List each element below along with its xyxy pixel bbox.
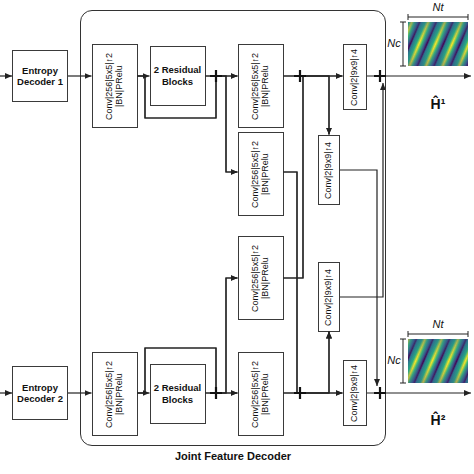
channel-heatmap	[408, 22, 468, 66]
box-label: Conv|256|5x5|↑2 |BN|PRelu	[104, 47, 125, 125]
conv-output-box: Conv|2|9x9|↑4	[318, 262, 340, 332]
sum-symbol	[374, 70, 386, 82]
conv-layer-box: Conv|256|5x5|↑2 |BN|PRelu	[238, 236, 284, 320]
dimension-brackets	[400, 14, 468, 383]
box-label: Conv|256|5x5|↑2 |BN|PRelu	[104, 355, 125, 433]
conv-layer-box: Conv|256|5x5|↑2 |BN|PRelu	[92, 352, 138, 436]
input-wire	[0, 392, 12, 393]
sum-symbol	[294, 70, 306, 82]
arrow-connector	[206, 75, 238, 76]
box-label: 2 Residual Blocks	[153, 64, 203, 87]
cross-wire	[340, 83, 383, 297]
group-frame: Joint Feature DecoderConv|256|5x5|↑2 |BN…	[80, 10, 386, 446]
arrow-connector	[284, 172, 343, 393]
arrow-connector	[284, 392, 343, 393]
sum-symbol	[374, 387, 386, 399]
heatmap-shade	[408, 339, 468, 383]
heatmap-shade	[408, 22, 468, 66]
box-label: Conv|2|9x9|↑4	[349, 47, 359, 107]
width-bracket	[408, 14, 468, 20]
heatmap-image	[408, 22, 468, 66]
box-label: Conv|2|9x9|↑4	[323, 265, 333, 329]
arrow-connector	[206, 392, 238, 393]
output-wire	[367, 75, 471, 76]
output-label: Ĥ²	[408, 412, 468, 428]
decoder-box: Entropy Decoder 1	[12, 50, 68, 102]
conv-layer-box: Conv|256|5x5|↑2 |BN|PRelu	[238, 352, 284, 436]
box-label: Conv|256|5x5|↑2 |BN|PRelu	[250, 47, 271, 125]
arrow-connector	[284, 332, 330, 394]
output-wire	[367, 392, 471, 393]
dimension-label: Nc	[386, 37, 402, 49]
box-label: Entropy Decoder 2	[15, 382, 65, 405]
heatmap-image	[408, 339, 468, 383]
group-title: Joint Feature Decoder	[81, 450, 385, 462]
height-bracket	[400, 339, 406, 383]
sum-symbol	[210, 70, 222, 82]
conv-output-box: Conv|2|9x9|↑4	[343, 360, 367, 426]
height-bracket	[400, 22, 406, 66]
box-label: Conv|2|9x9|↑4	[323, 138, 333, 202]
box-label: Conv|256|5x5|↑2 |BN|PRelu	[250, 135, 271, 213]
sum-symbol	[210, 387, 222, 399]
conv-layer-box: Conv|256|5x5|↑2 |BN|PRelu	[238, 132, 284, 216]
arrow-connector	[138, 392, 150, 393]
arrow-connector	[206, 278, 238, 393]
box-label: 2 Residual Blocks	[153, 382, 203, 405]
sum-symbols	[210, 70, 386, 399]
width-bracket	[408, 331, 468, 337]
arrow-connector	[206, 76, 238, 172]
arrow-connector	[284, 75, 343, 76]
input-wire	[0, 75, 12, 76]
box-label: Conv|256|5x5|↑2 |BN|PRelu	[250, 355, 271, 433]
channel-heatmap	[408, 339, 468, 383]
conv-layer-box: Conv|256|5x5|↑2 |BN|PRelu	[92, 44, 138, 128]
dimension-label: Nt	[408, 1, 468, 13]
box-label: Entropy Decoder 1	[15, 65, 65, 88]
output-label: Ĥ¹	[408, 96, 468, 112]
signal-wires	[0, 76, 471, 393]
conv-output-box: Conv|2|9x9|↑4	[343, 44, 367, 110]
residual-box: 2 Residual Blocks	[150, 364, 206, 424]
decoder-box: Entropy Decoder 2	[12, 366, 68, 420]
arrow-connector	[284, 76, 330, 135]
sum-symbol	[294, 387, 306, 399]
residual-box: 2 Residual Blocks	[150, 46, 206, 106]
conv-layer-box: Conv|256|5x5|↑2 |BN|PRelu	[238, 44, 284, 128]
box-label: Conv|256|5x5|↑2 |BN|PRelu	[250, 239, 271, 317]
arrow-connector	[138, 75, 150, 76]
cross-wire	[340, 170, 377, 386]
box-label: Conv|2|9x9|↑4	[349, 363, 359, 423]
arrow-connector	[284, 76, 343, 278]
dimension-label: Nc	[386, 354, 402, 366]
conv-output-box: Conv|2|9x9|↑4	[318, 135, 340, 205]
dimension-label: Nt	[408, 318, 468, 330]
